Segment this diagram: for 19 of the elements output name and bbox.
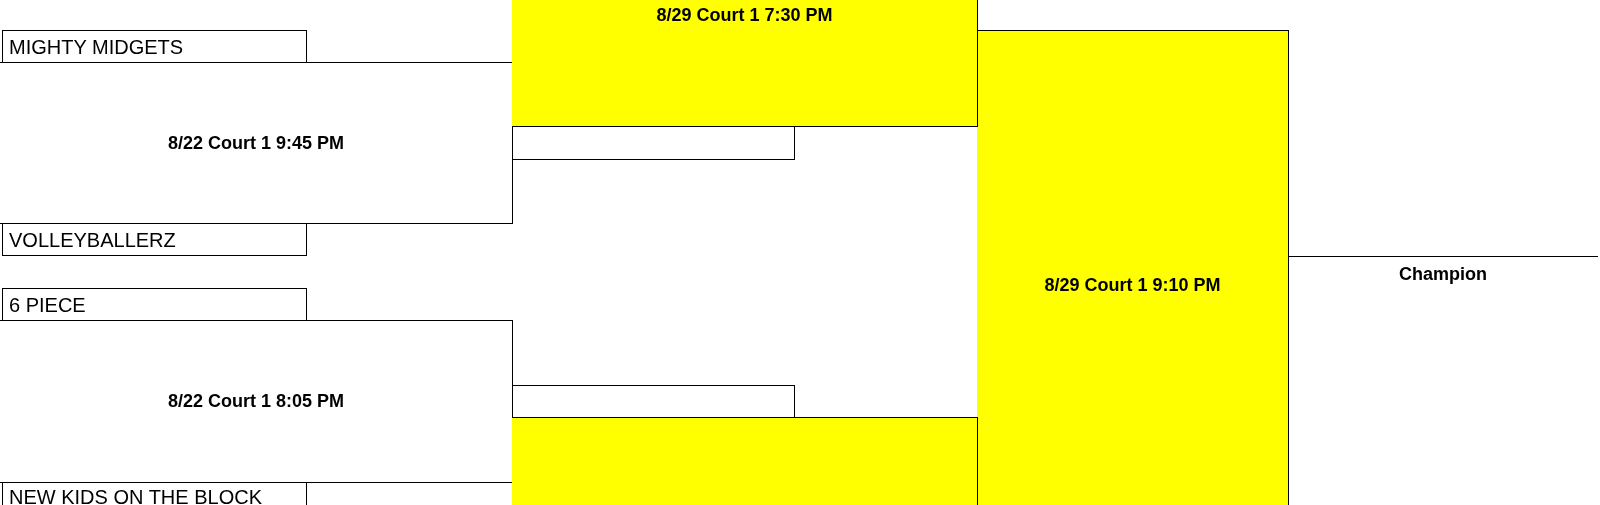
champion-label: Champion: [1399, 264, 1487, 285]
match-schedule: 8/22 Court 1 9:45 PM: [167, 132, 345, 154]
match-schedule: 8/22 Court 1 8:05 PM: [167, 391, 345, 412]
team-name: NEW KIDS ON THE BLOCK: [8, 487, 262, 505]
team-slot: [2, 223, 307, 256]
empty-slot-box: [512, 417, 978, 505]
empty-slot-box: [512, 385, 795, 418]
team-name: VOLLEYBALLERZ: [8, 229, 176, 250]
match-box: [512, 0, 978, 127]
match-schedule: 8/29 Court 1 9:10 PM: [1044, 275, 1221, 296]
match-box: [977, 30, 1289, 505]
team-slot: [2, 30, 307, 63]
match-box: [0, 320, 513, 483]
team-name: MIGHTY MIDGETS: [8, 36, 184, 57]
match-schedule: 8/29 Court 1 7:30 PM: [656, 5, 833, 26]
team-slot: [2, 288, 307, 321]
match-box: [0, 62, 513, 224]
empty-slot-box: [512, 126, 795, 160]
team-name: 6 PIECE: [8, 294, 86, 315]
